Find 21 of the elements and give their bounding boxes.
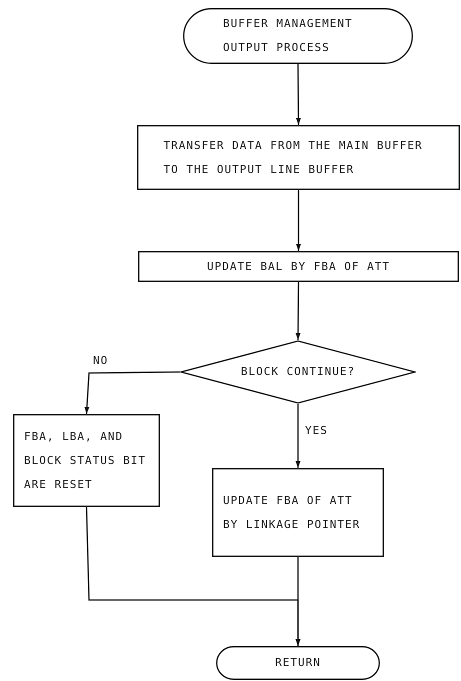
decision-diamond <box>180 340 416 404</box>
node-label: BUFFER MANAGEMENT OUTPUT PROCESS <box>223 16 354 56</box>
arrow <box>84 371 180 414</box>
terminal-shape <box>216 646 380 680</box>
arrow <box>296 64 301 125</box>
node-label: TRANSFER DATA FROM THE MAIN BUFFER TO THE OUTPUT LINE BUFFER <box>164 138 424 178</box>
node-label: UPDATE BAL BY FBA OF ATT <box>206 258 391 274</box>
arrow <box>296 282 300 340</box>
node-label: BLOCK CONTINUE? <box>240 364 356 380</box>
process-box <box>137 125 460 190</box>
arrow <box>296 404 300 468</box>
arrow <box>296 557 300 646</box>
edge-label: YES <box>304 424 329 437</box>
node-label: FBA, LBA, AND BLOCK STATUS BIT ARE RESET <box>24 428 147 492</box>
node-label: RETURN <box>274 655 322 671</box>
arrow <box>296 190 301 251</box>
process-box <box>138 251 459 282</box>
process-box <box>212 468 384 557</box>
edge-label: NO <box>92 354 110 367</box>
process-box <box>13 414 160 507</box>
node-label: UPDATE FBA OF ATT BY LINKAGE POINTER <box>223 492 362 532</box>
